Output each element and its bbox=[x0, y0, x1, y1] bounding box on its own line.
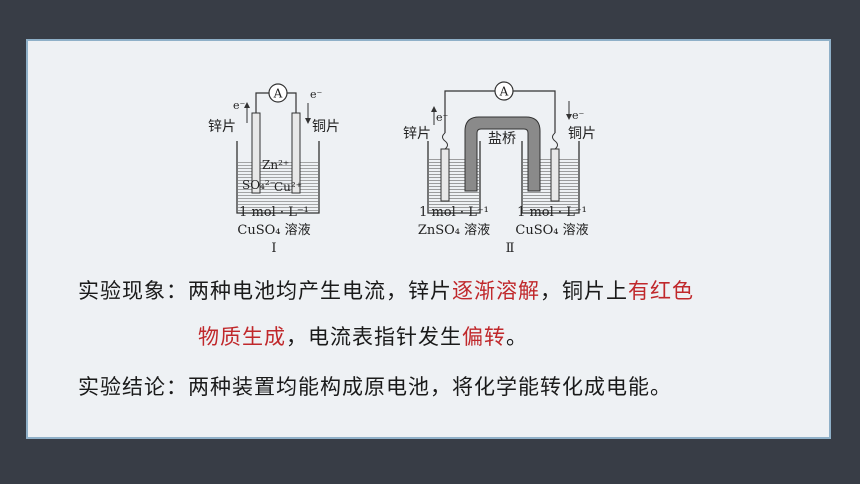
electron-label-left: e⁻ bbox=[233, 99, 246, 112]
arrow-down-icon bbox=[566, 114, 572, 120]
observation-highlight-deflection: 偏转 bbox=[462, 325, 506, 349]
electron-label-left: e⁻ bbox=[436, 111, 449, 124]
ion-cu: Cu²⁺ bbox=[274, 180, 302, 194]
solution-label-right: CuSO₄ 溶液 bbox=[515, 223, 588, 238]
ammeter-label: A bbox=[273, 87, 283, 101]
ion-so4: SO₄²⁻ bbox=[242, 178, 276, 192]
observation-line-1: 实验现象：两种电池均产生电流，锌片逐渐溶解，铜片上有红色 bbox=[78, 275, 694, 305]
copper-label: 铜片 bbox=[568, 126, 596, 142]
conclusion-label: 实验结论： bbox=[78, 375, 188, 399]
concentration-label-left: 1 mol · L⁻¹ bbox=[419, 205, 489, 220]
cell-diagram-2: A 盐桥 e⁻ e⁻ 锌片 铜片 1 mol · L⁻¹ ZnS bbox=[403, 81, 596, 256]
observation-highlight-red-substance-a: 有红色 bbox=[628, 279, 694, 303]
copper-label: 铜片 bbox=[312, 119, 340, 135]
observation-text-4: 。 bbox=[506, 325, 528, 349]
diagram-numeral-1: Ⅰ bbox=[271, 241, 276, 256]
zinc-electrode bbox=[251, 112, 261, 194]
solution-label-left: ZnSO₄ 溶液 bbox=[418, 223, 490, 238]
observation-text-1: 两种电池均产生电流，锌片 bbox=[188, 279, 452, 303]
arrow-up-icon bbox=[431, 106, 437, 112]
zinc-label: 锌片 bbox=[403, 126, 431, 142]
observation-text-2: ，铜片上 bbox=[540, 279, 628, 303]
arrow-up-icon bbox=[244, 102, 250, 108]
zinc-label: 锌片 bbox=[208, 119, 236, 135]
observation-highlight-red-substance-b: 物质生成 bbox=[198, 325, 286, 349]
observation-label: 实验现象： bbox=[78, 279, 188, 303]
solution-label-1: CuSO₄ 溶液 bbox=[237, 223, 310, 238]
ammeter-label: A bbox=[499, 85, 509, 99]
ion-zn: Zn²⁺ bbox=[262, 158, 289, 172]
concentration-label-right: 1 mol · L⁻¹ bbox=[517, 205, 587, 220]
conclusion-line: 实验结论：两种装置均能构成原电池，将化学能转化成电能。 bbox=[78, 371, 672, 401]
ammeter-icon bbox=[268, 83, 288, 103]
copper-electrode bbox=[291, 112, 301, 194]
electron-label-right: e⁻ bbox=[310, 88, 323, 101]
galvanic-cell-diagrams: A e⁻ e⁻ 锌片 铜片 Zn²⁺ SO₄²⁻ Cu²⁺ 1 mol · L⁻… bbox=[208, 81, 596, 256]
salt-bridge-label: 盐桥 bbox=[488, 131, 516, 147]
copper-electrode bbox=[550, 148, 560, 202]
observation-line-2: 物质生成，电流表指针发生偏转。 bbox=[198, 321, 528, 351]
arrow-down-icon bbox=[305, 118, 311, 124]
conclusion-text: 两种装置均能构成原电池，将化学能转化成电能。 bbox=[188, 375, 672, 399]
concentration-label-1: 1 mol · L⁻¹ bbox=[239, 205, 309, 220]
slide: A e⁻ e⁻ 锌片 铜片 Zn²⁺ SO₄²⁻ Cu²⁺ 1 mol · L⁻… bbox=[26, 39, 831, 439]
diagram-numeral-2: Ⅱ bbox=[506, 241, 515, 256]
observation-text-3: ，电流表指针发生 bbox=[286, 325, 462, 349]
electron-label-right: e⁻ bbox=[572, 109, 585, 122]
observation-highlight-dissolve: 逐渐溶解 bbox=[452, 279, 540, 303]
ammeter-icon bbox=[494, 81, 514, 101]
salt-bridge bbox=[464, 116, 541, 192]
cell-diagram-1: A e⁻ e⁻ 锌片 铜片 Zn²⁺ SO₄²⁻ Cu²⁺ 1 mol · L⁻… bbox=[208, 83, 340, 256]
zinc-electrode bbox=[440, 148, 450, 202]
